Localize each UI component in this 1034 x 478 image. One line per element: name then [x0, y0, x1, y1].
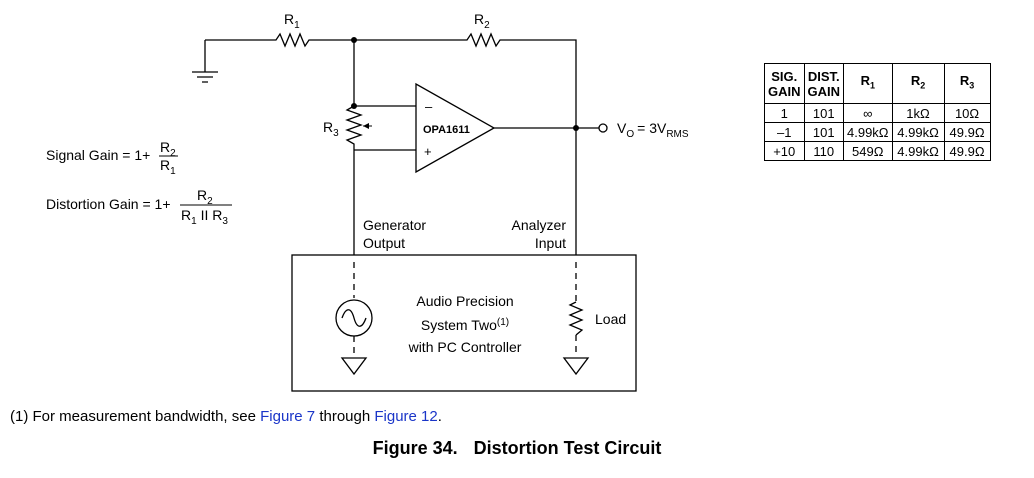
- table-cell: 110: [803, 141, 844, 161]
- table-cell: 1kΩ: [891, 103, 945, 123]
- ap-label-3: with PC Controller: [408, 339, 522, 355]
- table-row: +10 110 549Ω 4.99kΩ 49.9Ω: [764, 141, 991, 161]
- vo-label: V: [617, 120, 627, 136]
- opamp-plus: +: [424, 144, 432, 159]
- caption-number: Figure 34.: [372, 438, 458, 458]
- vo-sub: O: [626, 129, 634, 140]
- load-resistor-icon: [568, 301, 584, 336]
- table-cell: 101: [803, 103, 844, 123]
- signal-gain-num: R: [160, 139, 170, 155]
- dist-gain-den-a-sub: 1: [191, 216, 197, 227]
- r3-label: R: [323, 119, 333, 135]
- figure-12-link[interactable]: Figure 12: [374, 408, 438, 425]
- header-r3: R3: [943, 63, 991, 104]
- signal-gain-prefix: Signal Gain = 1+: [46, 147, 150, 163]
- dist-gain-num: R: [197, 187, 207, 203]
- r1-sub: 1: [294, 20, 300, 31]
- r2-label: R: [474, 11, 484, 27]
- dist-gain-den-a: R: [181, 207, 191, 223]
- table-cell: 10Ω: [943, 103, 991, 123]
- table-row: –1 101 4.99kΩ 4.99kΩ 49.9Ω: [764, 122, 991, 142]
- caption-title: Distortion Test Circuit: [473, 438, 662, 458]
- svg-text:System Two(1): System Two(1): [421, 317, 509, 333]
- figure-caption: Figure 34. Distortion Test Circuit: [0, 438, 1034, 459]
- r3-sub: 3: [333, 128, 339, 139]
- dist-gain-den-par: II R: [197, 207, 223, 223]
- generator-label-2: Output: [363, 235, 405, 251]
- table-row: 1 101 ∞ 1kΩ 10Ω: [764, 103, 991, 123]
- svg-text:R1: R1: [160, 157, 176, 177]
- svg-text:R1: R1: [284, 11, 300, 31]
- footnote: (1) For measurement bandwidth, see Figur…: [10, 408, 442, 425]
- dist-gain-num-sub: 2: [207, 196, 213, 207]
- ground-gen-icon: [340, 357, 368, 376]
- gain-table: SIG.GAIN DIST.GAIN R1 R2 R3 1 101 ∞ 1kΩ …: [764, 63, 991, 161]
- signal-gain-num-sub: 2: [170, 148, 176, 159]
- signal-gain-den: R: [160, 157, 170, 173]
- opamp-triangle-icon: [415, 82, 496, 174]
- table-cell: 49.9Ω: [943, 141, 991, 161]
- header-sig-gain: SIG.GAIN: [764, 63, 805, 104]
- svg-text:R2: R2: [160, 139, 176, 159]
- table-header-row: SIG.GAIN DIST.GAIN R1 R2 R3: [764, 63, 991, 104]
- output-terminal-icon: [598, 123, 608, 133]
- analyzer-label-2: Input: [535, 235, 566, 251]
- table-cell: 49.9Ω: [943, 122, 991, 142]
- load-label: Load: [595, 311, 626, 327]
- table-cell: –1: [764, 122, 805, 142]
- ap-label-2-sup: (1): [497, 317, 509, 328]
- table-cell: 549Ω: [843, 141, 893, 161]
- r2-sub: 2: [484, 20, 490, 31]
- circuit-diagram: R1 R2 R3 OPA1611 – + VO= 3VRMS Generator…: [46, 11, 689, 392]
- ap-label-1: Audio Precision: [416, 293, 513, 309]
- analyzer-label-1: Analyzer: [512, 217, 567, 233]
- svg-text:VO= 3VRMS: VO= 3VRMS: [617, 120, 689, 140]
- signal-gain-den-sub: 1: [170, 166, 176, 177]
- opamp-minus: –: [425, 99, 433, 114]
- audio-precision-box: [291, 254, 637, 392]
- figure-7-link[interactable]: Figure 7: [260, 408, 316, 425]
- r3-resistor-icon: [345, 105, 363, 255]
- sine-source-icon: [335, 299, 373, 337]
- footnote-middle: through: [315, 408, 375, 425]
- table-cell: 1: [764, 103, 805, 123]
- dist-gain-den-b-sub: 3: [222, 216, 228, 227]
- distortion-gain-prefix: Distortion Gain = 1+: [46, 196, 171, 212]
- header-r1: R1: [843, 63, 893, 104]
- ap-label-2: System Two: [421, 317, 497, 333]
- svg-text:R2: R2: [474, 11, 490, 31]
- table-cell: 4.99kΩ: [891, 141, 945, 161]
- opamp-label: OPA1611: [423, 124, 470, 136]
- generator-label-1: Generator: [363, 217, 426, 233]
- top-wire: [205, 32, 577, 255]
- table-cell: 101: [803, 122, 844, 142]
- table-cell: ∞: [843, 103, 893, 123]
- vo-rms: RMS: [666, 129, 689, 140]
- table-cell: 4.99kΩ: [891, 122, 945, 142]
- header-dist-gain: DIST.GAIN: [803, 63, 844, 104]
- svg-text:R2: R2: [197, 187, 213, 207]
- ground-load-icon: [562, 357, 590, 376]
- table-cell: +10: [764, 141, 805, 161]
- table-cell: 4.99kΩ: [843, 122, 893, 142]
- svg-text:R3: R3: [323, 119, 339, 139]
- footnote-prefix: (1) For measurement bandwidth, see: [10, 408, 261, 425]
- footnote-suffix: .: [437, 408, 442, 425]
- r1-label: R: [284, 11, 294, 27]
- ground-left-icon: [192, 40, 218, 83]
- vo-equals: = 3V: [637, 120, 667, 136]
- svg-text:R1 II R3: R1 II R3: [181, 207, 228, 227]
- header-r2: R2: [891, 63, 945, 104]
